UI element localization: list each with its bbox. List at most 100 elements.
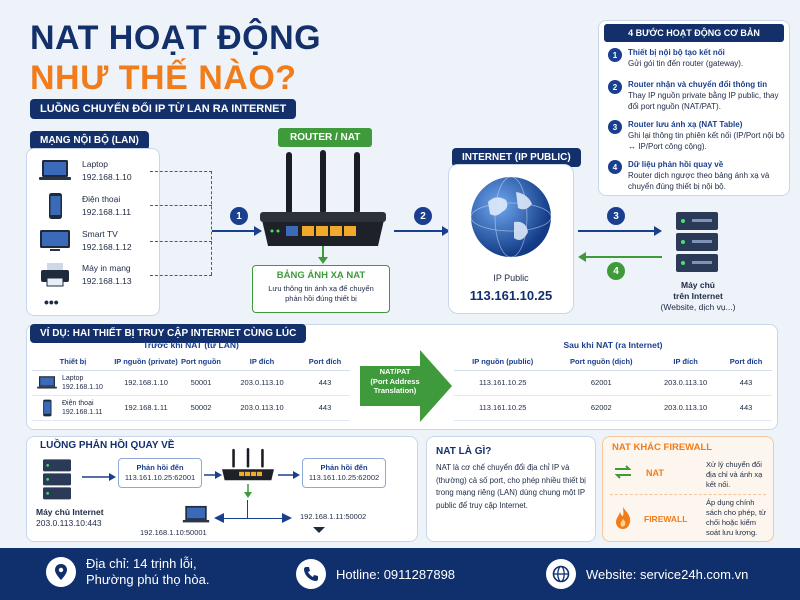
response-arrow (82, 473, 116, 481)
flow-step-4: 4 (607, 262, 625, 280)
table-cell-device: Laptop 192.168.1.10 (62, 374, 103, 391)
step-4-desc: Router dịch ngược theo bảng ánh xạ và ch… (628, 171, 770, 191)
table-header: Port nguồn (dịch) (551, 354, 652, 371)
table-cell: 203.0.113.10 (651, 395, 721, 421)
footer-hotline[interactable]: Hotline: 0911287898 (296, 559, 455, 589)
router-icon (260, 150, 386, 246)
lan-device-ip: 192.168.1.12 (82, 242, 132, 252)
firewall-compare-desc: Áp dụng chính sách cho phép, từ chối hoặ… (706, 498, 767, 537)
table-row: Laptop 192.168.1.10 192.168.1.10 50001 2… (32, 370, 350, 396)
phone-icon (296, 559, 326, 589)
table-row: 113.161.10.25 62001 203.0.113.10 443 (454, 370, 772, 396)
response-server-name: Máy chủ Internet (36, 507, 104, 517)
footer-website-text: Website: service24h.com.vn (586, 566, 749, 582)
footer-website[interactable]: Website: service24h.com.vn (546, 559, 748, 589)
table-cell: 443 (720, 395, 772, 421)
table-cell: 192.168.1.10 (114, 370, 178, 396)
table-cell: 113.161.10.25 (454, 370, 552, 396)
reply-box-1: Phản hồi đến 113.161.10.25:62001 (118, 458, 202, 488)
example-title: VÍ DỤ: HAI THIẾT BỊ TRUY CẬP INTERNET CÙ… (30, 324, 307, 343)
table-row: Điện thoại 192.168.1.11 192.168.1.11 500… (32, 395, 350, 421)
footer-bar: Địa chỉ: 14 trịnh lỗi, Phường phú thọ hò… (0, 548, 800, 600)
response-split-line (247, 500, 248, 518)
printer-icon (41, 263, 69, 287)
table-header: IP nguồn (public) (454, 354, 552, 371)
table-header: IP đích (224, 354, 300, 371)
footer-address: Địa chỉ: 14 trịnh lỗi, Phường phú thọ hò… (46, 556, 236, 588)
table-cell: 50001 (178, 370, 224, 396)
router-label: ROUTER / NAT (278, 128, 373, 147)
phone-icon (49, 193, 62, 219)
fire-icon (616, 507, 631, 529)
step-3-title: Router lưu ánh xạ (NAT Table) (628, 120, 743, 129)
internet-label: INTERNET (IP PUBLIC) (452, 148, 581, 167)
lan-device-printer: Máy in mạng 192.168.1.13 (38, 262, 132, 288)
page-subtitle: LUỒNG CHUYỂN ĐỔI IP TỪ LAN RA INTERNET (30, 99, 297, 119)
footer-hotline-text: Hotline: 0911287898 (336, 566, 456, 582)
table-cell-device: Điện thoại 192.168.1.11 (62, 399, 103, 416)
step-number-4: 4 (608, 160, 622, 174)
lan-device-ip: 192.168.1.10 (82, 172, 132, 182)
table-header: Port đích (720, 354, 772, 371)
response-arrow (214, 513, 224, 523)
response-split-line (222, 518, 284, 519)
lan-link-line (150, 205, 212, 206)
response-server-addr: 203.0.113.10:443 (36, 518, 102, 528)
internet-ip-label: IP Public (493, 273, 529, 283)
laptop-icon (37, 375, 57, 389)
step-3: Router lưu ánh xạ (NAT Table)Ghi lại thô… (628, 119, 786, 152)
router-to-nat-table-arrow (318, 246, 328, 264)
reply-box-2-value: 113.161.10.25:62002 (308, 473, 380, 482)
table-cell: 50002 (178, 395, 224, 421)
lan-link-trunk (211, 171, 212, 275)
response-arrow (282, 513, 292, 523)
globe-icon (470, 176, 552, 258)
nat-table-title: BẢNG ÁNH XẠ NAT (276, 270, 366, 281)
nat-compare-label: NAT (646, 468, 664, 478)
lan-device-ip: 192.168.1.13 (82, 276, 132, 286)
nat-what-panel (426, 436, 596, 542)
lan-link-line (150, 171, 212, 172)
response-flow-title: LUỒNG PHẢN HỒI QUAY VỀ (40, 440, 175, 451)
before-nat-title: Trước khi NAT (từ LAN) (143, 340, 239, 350)
arrow-lan-to-router (212, 226, 262, 236)
table-header: Port nguồn (178, 354, 224, 371)
compare-divider (610, 494, 766, 495)
table-header: Thiết bị (32, 354, 114, 371)
step-number-1: 1 (608, 48, 622, 62)
lan-label: MẠNG NỘI BỘ (LAN) (30, 131, 149, 150)
nat-pat-label: NAT/PAT (Port Address Translation) (370, 367, 420, 395)
nat-what-desc: NAT là cơ chế chuyển đổi địa chỉ IP và (… (436, 463, 586, 510)
flow-step-2: 2 (414, 207, 432, 225)
step-2-title: Router nhận và chuyển đổi thông tin (628, 80, 768, 89)
step-number-3: 3 (608, 120, 622, 134)
table-cell: 443 (300, 370, 350, 396)
laptop-icon (39, 160, 71, 180)
server-caption-line2: trên Internet (673, 291, 723, 301)
step-4-title: Dữ liệu phản hồi quay về (628, 160, 724, 169)
location-pin-icon (46, 557, 76, 587)
lan-device-name: Smart TV (82, 229, 118, 239)
arrow-server-to-internet (578, 252, 662, 262)
table-header: IP nguồn (private) (114, 354, 178, 371)
steps-panel (598, 20, 790, 196)
lan-device-name: Máy in mạng (82, 263, 131, 273)
reply-box-2-label: Phản hồi đến (320, 463, 368, 472)
nat-table-box: BẢNG ÁNH XẠ NAT Lưu thông tin ánh xạ để … (252, 265, 390, 313)
globe-icon (546, 559, 576, 589)
page-title-line1: NAT HOẠT ĐỘNG (30, 19, 322, 57)
nat-table-desc: Lưu thông tin ánh xạ để chuyển phản hồi … (268, 284, 374, 303)
table-header: Port đích (300, 354, 350, 371)
table-cell: 113.161.10.25 (454, 395, 552, 421)
nat-vs-firewall-panel (602, 436, 774, 542)
table-cell: 443 (720, 370, 772, 396)
server-caption-line1: Máy chủ (680, 280, 715, 290)
response-dest-1: 192.168.1.10:50001 (140, 528, 207, 537)
lan-device-name: Điện thoại (82, 194, 121, 204)
nat-compare-desc: Xử lý chuyển đổi địa chỉ và ánh xạ kết n… (706, 460, 763, 489)
arrow-router-to-internet (394, 226, 450, 236)
phone-icon (43, 399, 52, 416)
nat-pat-arrow (360, 350, 452, 422)
